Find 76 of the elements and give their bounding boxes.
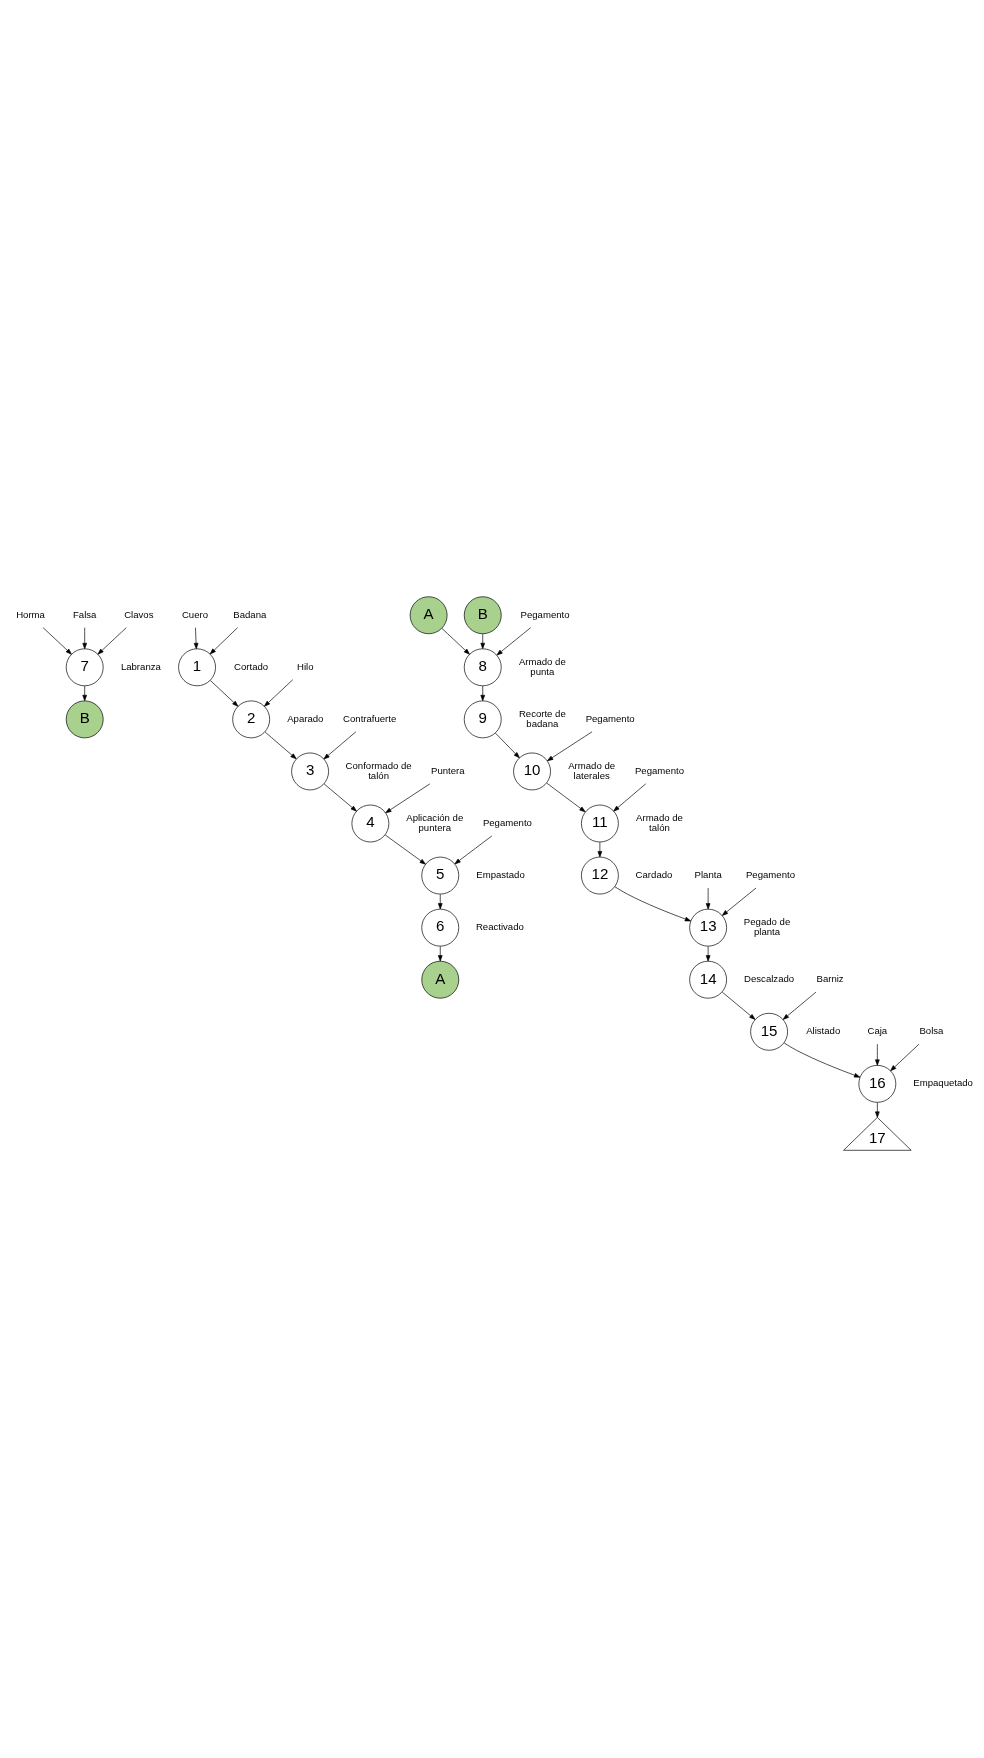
arrow (81, 685, 87, 702)
node-text: Bolsa (918, 1025, 943, 1037)
arrow (874, 1043, 880, 1066)
arrow (441, 628, 470, 655)
node-circle: B (65, 700, 104, 739)
arrow (783, 1042, 860, 1078)
arrow (705, 946, 710, 962)
node-circle: 6 (420, 908, 459, 947)
node-label: Cortado (233, 660, 268, 672)
node-label: Aparado (286, 712, 323, 724)
node-label: Alistado (805, 1025, 840, 1037)
node-label: Pegado de planta (743, 916, 790, 938)
node-label: Labranza (120, 660, 161, 672)
node-text: Cuero (181, 608, 208, 620)
arrow (721, 887, 756, 916)
node-text: Puntera (430, 764, 465, 776)
arrow (454, 835, 492, 865)
node-label: Armado de punta (518, 655, 566, 677)
arrow (546, 731, 592, 762)
arrow (264, 731, 297, 760)
node-text: Barniz (816, 973, 844, 985)
arrow (705, 887, 710, 910)
node-text: Badana (232, 608, 266, 620)
node-text: Pegamento (745, 869, 795, 881)
node-label: Cardado (635, 869, 672, 881)
arrow (721, 991, 755, 1020)
node-label: Recorte de badana (518, 707, 566, 730)
node-circle: 12 (580, 856, 619, 895)
arrow (479, 685, 485, 702)
node-text: Planta (694, 869, 722, 881)
arrow (209, 680, 238, 707)
node-text: Horma (15, 608, 45, 620)
node-circle: A (409, 596, 447, 635)
arrow (782, 991, 816, 1020)
node-circle: 14 (688, 960, 727, 999)
node-label: Empaquetado (912, 1077, 973, 1089)
arrow (97, 627, 127, 655)
node-label: Empastado (475, 869, 525, 881)
node-text: Falsa (72, 608, 96, 620)
arrow (437, 893, 443, 910)
arrow (323, 783, 357, 812)
arrow (597, 841, 602, 858)
node-text: Caja (867, 1025, 887, 1037)
node-circle: A (420, 960, 459, 999)
arrow (42, 627, 72, 655)
node-text: Pegamento (585, 712, 635, 724)
node-text: Hilo (296, 660, 314, 672)
node-text: Clavos (123, 608, 153, 620)
arrow (545, 782, 586, 813)
node-circle: B (463, 596, 502, 635)
node-text: Pegamento (520, 608, 570, 620)
arrow (263, 679, 293, 707)
arrow (209, 627, 238, 655)
arrow (496, 627, 531, 656)
arrow (874, 1102, 880, 1118)
node-label: Descalzado (743, 973, 794, 985)
node-text: Contrafuerte (342, 712, 396, 724)
arrow (323, 731, 356, 760)
arrow (889, 1043, 919, 1072)
arrow (494, 732, 520, 759)
node-circle: 9 (463, 700, 502, 739)
node-label: Aplicación de puntera (405, 811, 463, 834)
arrow (437, 946, 443, 962)
arrow (479, 633, 485, 649)
node-text: Pegamento (482, 817, 532, 829)
arrow (384, 834, 426, 865)
arrow (612, 783, 646, 812)
node-label: Armado de laterales (567, 759, 615, 782)
arrow (193, 627, 198, 650)
arrow (384, 783, 430, 814)
node-label: Conformado de talón (345, 759, 412, 782)
node-text: Pegamento (634, 764, 684, 776)
node-label: Reactivado (475, 921, 524, 933)
arrow (81, 627, 87, 650)
arrow (614, 886, 691, 922)
node-label: Armado de talón (635, 811, 683, 834)
